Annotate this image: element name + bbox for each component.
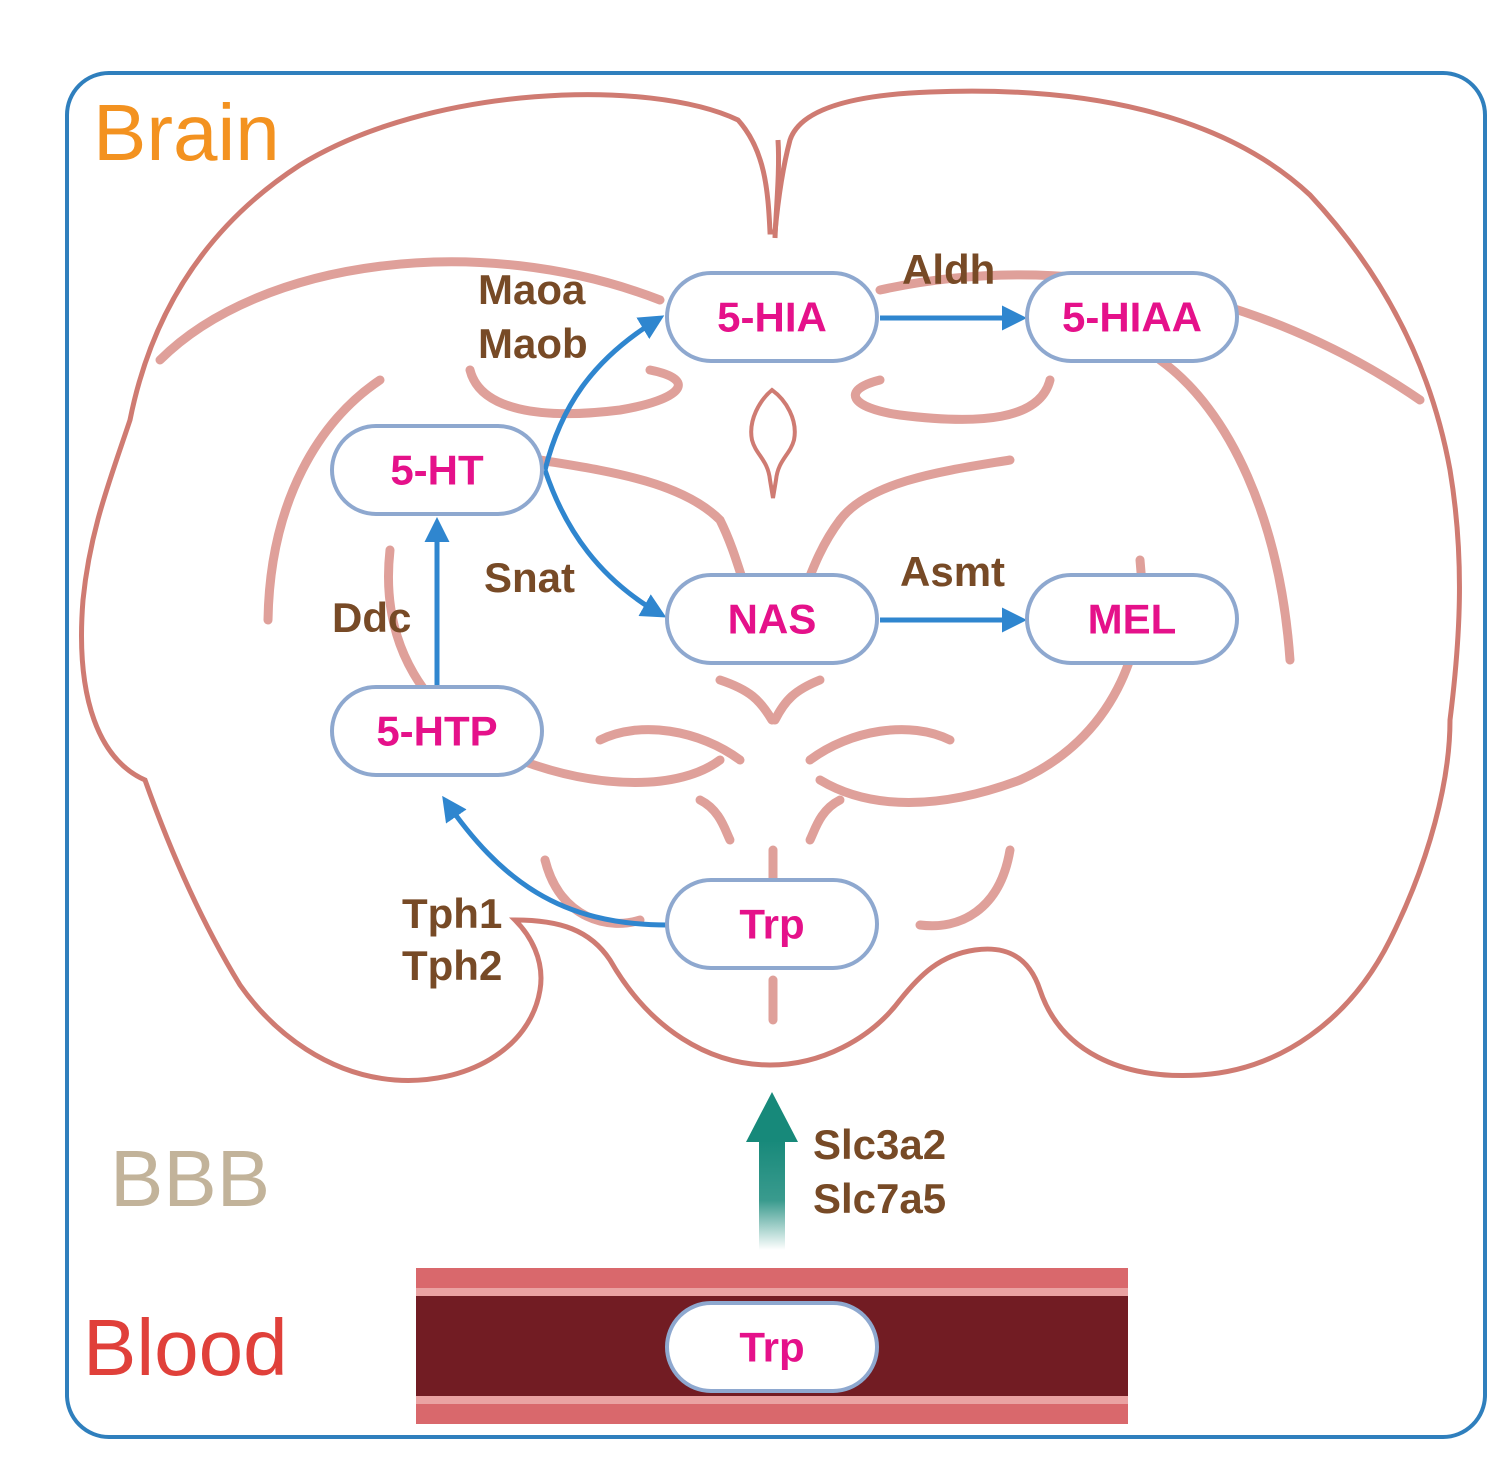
enzyme-slc3a2: Slc3a2 [813, 1121, 946, 1168]
arrow-ht-to-hia [542, 315, 665, 471]
node-5-ht-label: 5-HT [390, 447, 484, 494]
node-5-hiaa: 5-HIAA [1025, 271, 1239, 363]
vessel-wall-top [416, 1268, 1128, 1288]
diagram-frame [65, 71, 1487, 1439]
node-nas: NAS [665, 573, 879, 665]
region-label-blood: Blood [83, 1303, 288, 1392]
node-trp-blood-label: Trp [739, 1324, 804, 1371]
vessel-wall-top-light [416, 1288, 1128, 1296]
brain-midline [772, 139, 782, 239]
vessel-wall-bottom [416, 1404, 1128, 1424]
enzyme-maoa: Maoa [478, 266, 586, 313]
arrow-trp-to-htp [442, 795, 668, 928]
pathway-arrows [424, 305, 1027, 928]
node-5-ht: 5-HT [330, 424, 544, 516]
node-5-htp-label: 5-HTP [376, 708, 497, 755]
node-5-hiaa-label: 5-HIAA [1062, 294, 1202, 341]
bbb-transport-arrow [746, 1092, 798, 1250]
vessel-wall-bottom-light [416, 1396, 1128, 1404]
node-trp-blood: Trp [665, 1301, 879, 1393]
enzyme-ddc: Ddc [332, 594, 411, 641]
enzyme-maob: Maob [478, 320, 588, 367]
node-5-hia: 5-HIA [665, 271, 879, 363]
region-label-brain: Brain [93, 88, 280, 177]
enzyme-tph2: Tph2 [402, 942, 502, 989]
enzyme-aldh: Aldh [902, 246, 995, 293]
ventricle [749, 387, 797, 499]
node-trp-brain-label: Trp [739, 901, 804, 948]
node-mel: MEL [1025, 573, 1239, 665]
enzyme-tph1: Tph1 [402, 890, 502, 937]
enzyme-slc7a5: Slc7a5 [813, 1175, 946, 1222]
node-mel-label: MEL [1088, 596, 1177, 643]
region-label-bbb: BBB [110, 1134, 270, 1223]
node-nas-label: NAS [728, 596, 817, 643]
node-5-hia-label: 5-HIA [717, 294, 827, 341]
enzyme-asmt: Asmt [900, 548, 1005, 595]
brain-outline [79, 88, 1462, 1083]
node-trp-brain: Trp [665, 878, 879, 970]
arrow-ht-to-nas [542, 469, 667, 618]
enzyme-snat: Snat [484, 554, 575, 601]
node-5-htp: 5-HTP [330, 685, 544, 777]
